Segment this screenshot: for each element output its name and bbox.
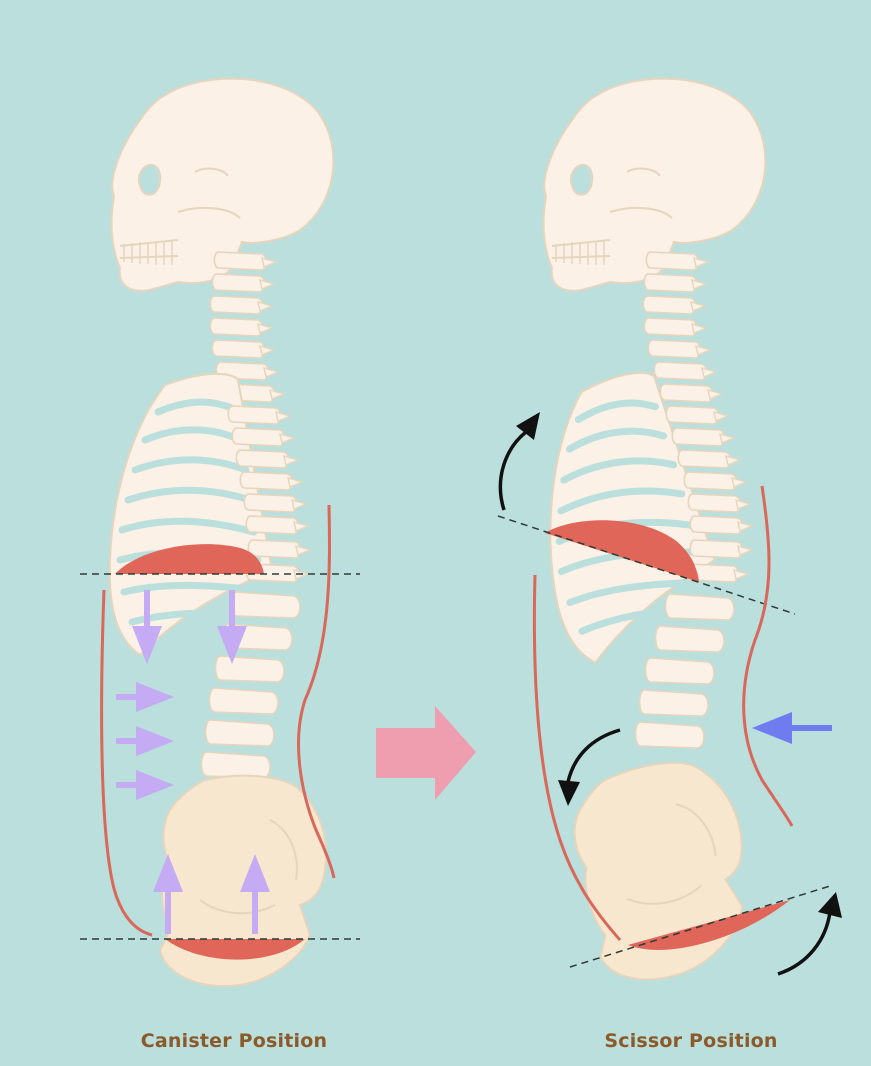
arrow-icon: [752, 712, 832, 744]
lumbar-spine-left: [200, 591, 301, 779]
pelvis-right: [573, 761, 744, 981]
pelvic-floor-level-line-right: [569, 885, 831, 968]
arrow-icon: [153, 854, 183, 934]
arrow-icon: [240, 854, 270, 934]
back-wall-outline-left: [297, 504, 336, 879]
diaphragm-right: [545, 520, 699, 582]
curved-arrow-icon: [777, 892, 842, 976]
pelvis-left: [158, 774, 328, 987]
diaphragm-level-line-right: [497, 515, 796, 615]
curved-arrow-icon: [498, 412, 540, 511]
front-wall-outline-left: [100, 589, 153, 937]
arrow-icon: [116, 770, 174, 800]
curved-arrow-icon: [558, 728, 621, 806]
lumbar-spine-right: [634, 593, 735, 749]
arrow-icon: [116, 726, 174, 756]
back-wall-outline-right: [742, 485, 794, 827]
arrow-icon: [132, 590, 162, 664]
right-arrow-icon: [376, 706, 476, 800]
scissor-figure: [497, 77, 842, 981]
front-wall-outline-right: [532, 574, 622, 941]
arrow-icon: [217, 590, 247, 664]
scissor-caption: Scissor Position: [604, 1030, 778, 1052]
diaphragm-left: [115, 544, 264, 574]
arrow-icon: [116, 682, 174, 712]
canister-figure: [80, 77, 360, 987]
pelvic-floor-right: [628, 900, 790, 950]
pelvic-floor-left: [165, 939, 305, 960]
canister-caption: Canister Position: [140, 1030, 328, 1052]
